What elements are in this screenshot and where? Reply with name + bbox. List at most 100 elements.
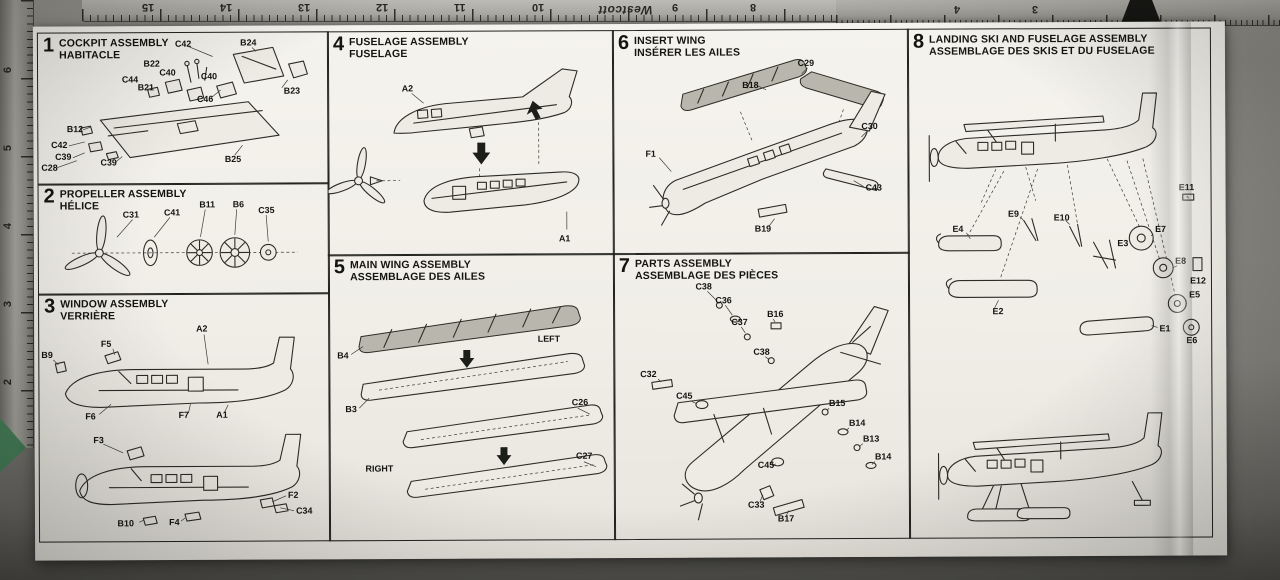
ruler-number: 13 — [298, 1, 311, 13]
part-label: B17 — [778, 513, 794, 523]
part-label: C42 — [51, 140, 67, 150]
part-label: F4 — [169, 517, 179, 527]
section-7-header: 7 PARTS ASSEMBLY ASSEMBLAGE DES PIÈCES — [618, 254, 779, 283]
section-title-en: FUSELAGE ASSEMBLY — [349, 35, 469, 49]
part-label: C38 — [753, 347, 769, 357]
part-label: B15 — [829, 398, 845, 408]
part-label: B12 — [67, 124, 83, 134]
part-label: C39 — [101, 157, 117, 167]
instruction-sheet: 1 COCKPIT ASSEMBLY HABITACLE — [32, 21, 1228, 561]
small-parts-drawing — [651, 291, 889, 521]
part-label: E2 — [993, 306, 1004, 316]
section-6-diagram: C29 B18 C30 F1 C43 B19 — [645, 58, 886, 234]
part-label: B18 — [742, 80, 758, 90]
section-title-en: PARTS ASSEMBLY — [634, 257, 732, 270]
part-label: E5 — [1189, 289, 1200, 299]
section-title-en: MAIN WING ASSEMBLY — [349, 258, 471, 272]
ruler-major-ticks — [836, 15, 1280, 25]
part-label: C37 — [731, 317, 747, 327]
ruler-number: 3 — [2, 300, 15, 308]
part-label: B21 — [138, 82, 154, 92]
ruler-number: 14 — [220, 1, 233, 13]
part-label: E10 — [1054, 212, 1070, 222]
part-label: E8 — [1175, 256, 1186, 266]
ruler-number: 10 — [532, 1, 545, 13]
section-3-panel: 3 WINDOW ASSEMBLY VERRIÈRE — [38, 292, 332, 543]
part-label: E3 — [1117, 238, 1128, 248]
part-label: E12 — [1190, 275, 1206, 285]
section-2-panel: 2 PROPELLER ASSEMBLY HÉLICE — [37, 182, 331, 296]
section-title-en: PROPELLER ASSEMBLY — [59, 187, 187, 201]
section-title-fr: ASSEMBLAGE DES PIÈCES — [635, 269, 779, 283]
part-label: C30 — [861, 121, 877, 131]
part-label: E11 — [1179, 182, 1194, 192]
part-label: B3 — [345, 404, 356, 414]
ruler-number: 3 — [1032, 3, 1039, 15]
ruler-number: 4 — [2, 222, 15, 230]
part-label: C39 — [55, 152, 71, 162]
section-8-diagram: E11 E9 E10 E4 E3 E7 E8 E12 E2 E5 E6 E1 — [928, 92, 1206, 522]
wing-side-annotation: LEFT — [538, 334, 561, 344]
part-label: F3 — [93, 435, 103, 445]
section-title-en: LANDING SKI AND FUSELAGE ASSEMBLY — [929, 32, 1148, 46]
section-number: 7 — [618, 254, 631, 278]
section-6-header: 6 INSERT WING INSÉRER LES AILES — [617, 32, 740, 60]
window-assembly-drawing — [53, 334, 302, 526]
part-label: A2 — [402, 83, 413, 93]
part-label: A2 — [196, 324, 207, 334]
part-label: C32 — [640, 369, 656, 379]
part-label: C35 — [258, 205, 274, 215]
part-label: B9 — [41, 350, 52, 360]
section-title-fr: FUSELAGE — [349, 48, 408, 61]
section-4-header: 4 FUSELAGE ASSEMBLY FUSELAGE — [332, 33, 469, 61]
ruler-number: 2 — [2, 378, 15, 386]
part-label: C45 — [676, 391, 692, 401]
section-number: 1 — [42, 34, 55, 57]
wing-side-annotation: RIGHT — [365, 464, 393, 474]
section-5-diagram: B4 B3 C26 C27 LEFT RIGHT — [337, 305, 608, 498]
left-ruler: 6 5 4 3 2 — [0, 0, 34, 448]
part-label: B6 — [233, 199, 244, 209]
part-label: C46 — [197, 94, 213, 104]
part-label: F7 — [179, 410, 189, 420]
part-label: A1 — [216, 410, 227, 420]
part-label: C28 — [41, 163, 57, 173]
part-label: B22 — [144, 59, 160, 69]
section-8-panel: 8 LANDING SKI AND FUSELAGE ASSEMBLY ASSE… — [906, 27, 1214, 539]
cockpit-parts-drawing — [57, 46, 308, 169]
part-label: B10 — [118, 518, 134, 528]
ruler-number: 9 — [672, 1, 679, 13]
part-label: E1 — [1159, 323, 1170, 333]
section-5-panel: 5 MAIN WING ASSEMBLY ASSEMBLAGE DES AILE… — [327, 253, 617, 542]
compass-tool-icon — [1120, 0, 1162, 24]
part-label: C33 — [748, 500, 764, 510]
section-number: 6 — [617, 32, 630, 55]
section-title-en: COCKPIT ASSEMBLY — [59, 37, 169, 50]
part-label: B16 — [767, 309, 783, 319]
section-number: 4 — [332, 33, 345, 56]
section-number: 2 — [43, 185, 55, 208]
part-label: C31 — [123, 210, 139, 220]
part-label: B14 — [875, 451, 891, 461]
part-label: F5 — [101, 339, 111, 349]
section-title-fr: ASSEMBLAGE DES SKIS ET DU FUSELAGE — [929, 45, 1155, 59]
section-3-diagram: B9 F5 A2 F6 F7 A1 F3 F2 F4 B10 C34 — [41, 324, 312, 529]
ruler-number: 12 — [376, 1, 389, 13]
ski-assembly-drawing — [928, 92, 1203, 522]
ruler-number: 15 — [142, 1, 155, 13]
ruler-major-ticks — [21, 0, 33, 448]
part-label: F6 — [85, 411, 95, 421]
part-label: B24 — [240, 37, 256, 47]
part-label: B14 — [849, 418, 865, 428]
part-label: C45 — [758, 460, 774, 470]
section-2-header: 2 PROPELLER ASSEMBLY HÉLICE — [43, 185, 187, 213]
part-label: E4 — [952, 224, 963, 234]
ruler-number: 6 — [2, 66, 15, 74]
section-title-fr: HÉLICE — [59, 200, 100, 213]
part-label: C42 — [175, 39, 191, 49]
part-label: C27 — [576, 451, 592, 461]
section-title-fr: ASSEMBLAGE DES AILES — [350, 271, 486, 284]
section-title-en: WINDOW ASSEMBLY — [60, 298, 169, 311]
section-title-en: INSERT WING — [634, 34, 706, 47]
